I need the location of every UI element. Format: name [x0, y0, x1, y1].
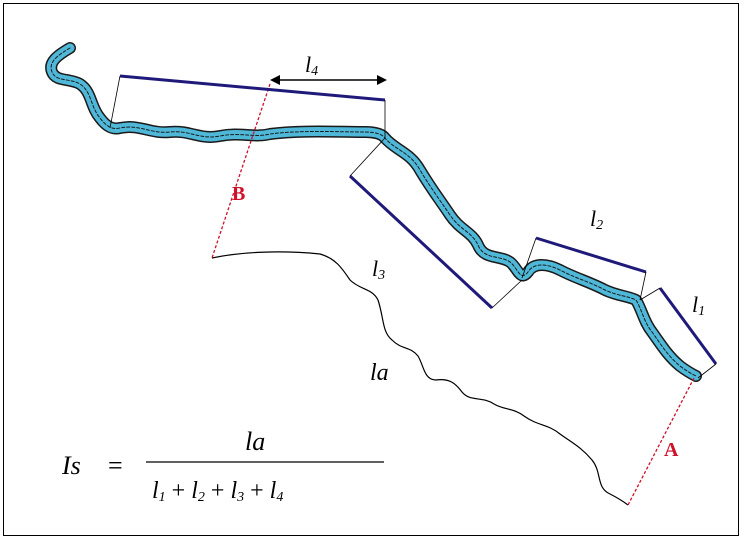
river-channel — [45, 42, 702, 382]
formula-denominator: l1+l2+l3+l4 — [152, 478, 283, 505]
segment-l2 — [521, 236, 647, 301]
label-l2: l2 — [590, 206, 603, 233]
formula-equals: = — [108, 451, 123, 480]
diagram-frame — [3, 3, 739, 536]
point-b-label: B — [232, 183, 245, 205]
label-l1: l1 — [692, 292, 705, 319]
valley-line — [211, 251, 629, 506]
label-l4: l4 — [305, 52, 318, 79]
point-a-label: A — [664, 439, 679, 461]
marker-line-a — [627, 377, 695, 506]
label-l3: l3 — [372, 256, 385, 283]
formula-lhs: Is — [61, 451, 81, 480]
segment-l1 — [639, 287, 718, 379]
marker-line-b — [211, 83, 271, 259]
segment-l3 — [348, 137, 523, 310]
segment-l4 — [109, 74, 386, 138]
formula-numerator: la — [245, 427, 265, 456]
label-la: la — [370, 360, 389, 386]
sinuosity-formula: Is = la l1+l2+l3+l4 — [61, 427, 384, 505]
